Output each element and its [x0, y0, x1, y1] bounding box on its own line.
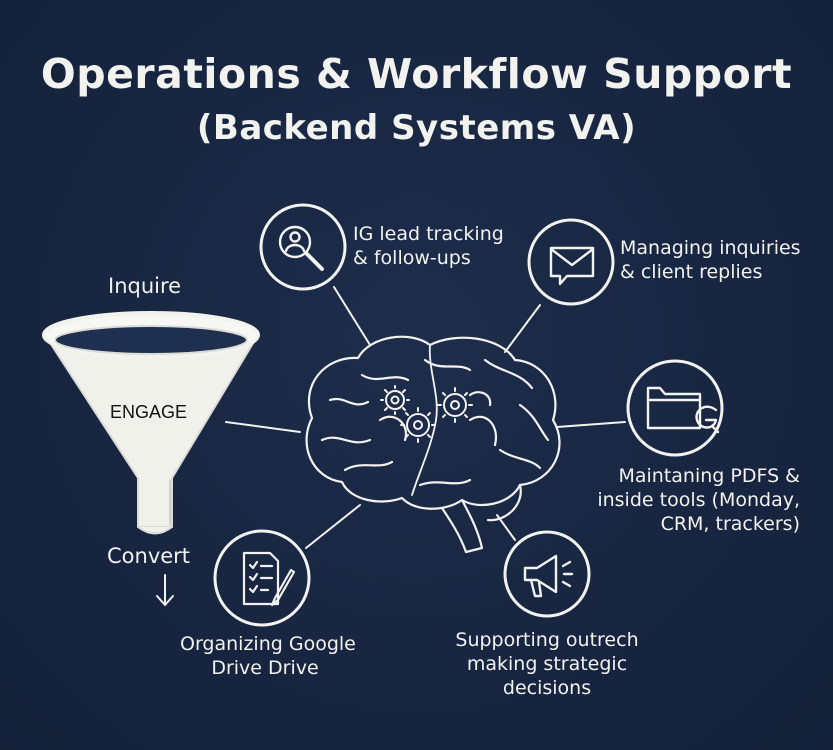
lead-tracking-circle [259, 203, 347, 291]
arrow-down-icon [156, 574, 174, 606]
envelope-icon [549, 246, 595, 286]
magnifier-user-icon [278, 225, 324, 271]
label-line: Supporting outrech [455, 629, 639, 651]
megaphone-icon [523, 554, 574, 598]
inquiries-circle [527, 218, 615, 306]
tools-label: Maintaning PDFS & inside tools (Monday, … [590, 464, 800, 536]
funnel-icon [42, 311, 260, 535]
folder-google-icon [646, 386, 720, 434]
lead-tracking-label: IG lead tracking & follow-ups [353, 222, 504, 270]
label-line: Managing inquiries [620, 237, 801, 259]
outreach-label: Supporting outrech making strategic deci… [447, 628, 647, 700]
checklist-document-icon [242, 551, 296, 607]
label-line: decisions [502, 677, 592, 699]
page-subtitle: (Backend Systems VA) [196, 108, 637, 148]
label-line: Drive Drive [211, 657, 319, 679]
inquiries-label: Managing inquiries & client replies [620, 236, 801, 284]
page-title: Operations & Workflow Support [40, 50, 793, 98]
label-line: & follow-ups [353, 247, 471, 269]
label-line: & client replies [620, 261, 763, 283]
gear-icon [380, 385, 410, 415]
brain-icon [305, 335, 561, 554]
funnel-bottom-label: Convert [107, 544, 191, 568]
gear-icon [400, 407, 436, 443]
label-line: making strategic [466, 653, 628, 675]
funnel-top-label: Inquire [108, 274, 182, 298]
label-line: CRM, trackers) [660, 513, 800, 535]
funnel-middle-label: ENGAGE [110, 402, 188, 422]
label-line: inside tools (Monday, [597, 489, 800, 511]
label-line: Organizing Google [180, 633, 356, 655]
label-line: Maintaning PDFS & [618, 465, 800, 487]
drive-label: Organizing Google Drive Drive [180, 632, 356, 680]
tools-circle [626, 359, 724, 457]
outreach-circle [503, 530, 591, 618]
gear-icon [437, 387, 473, 423]
label-line: IG lead tracking [353, 223, 504, 245]
drive-circle [213, 529, 311, 627]
